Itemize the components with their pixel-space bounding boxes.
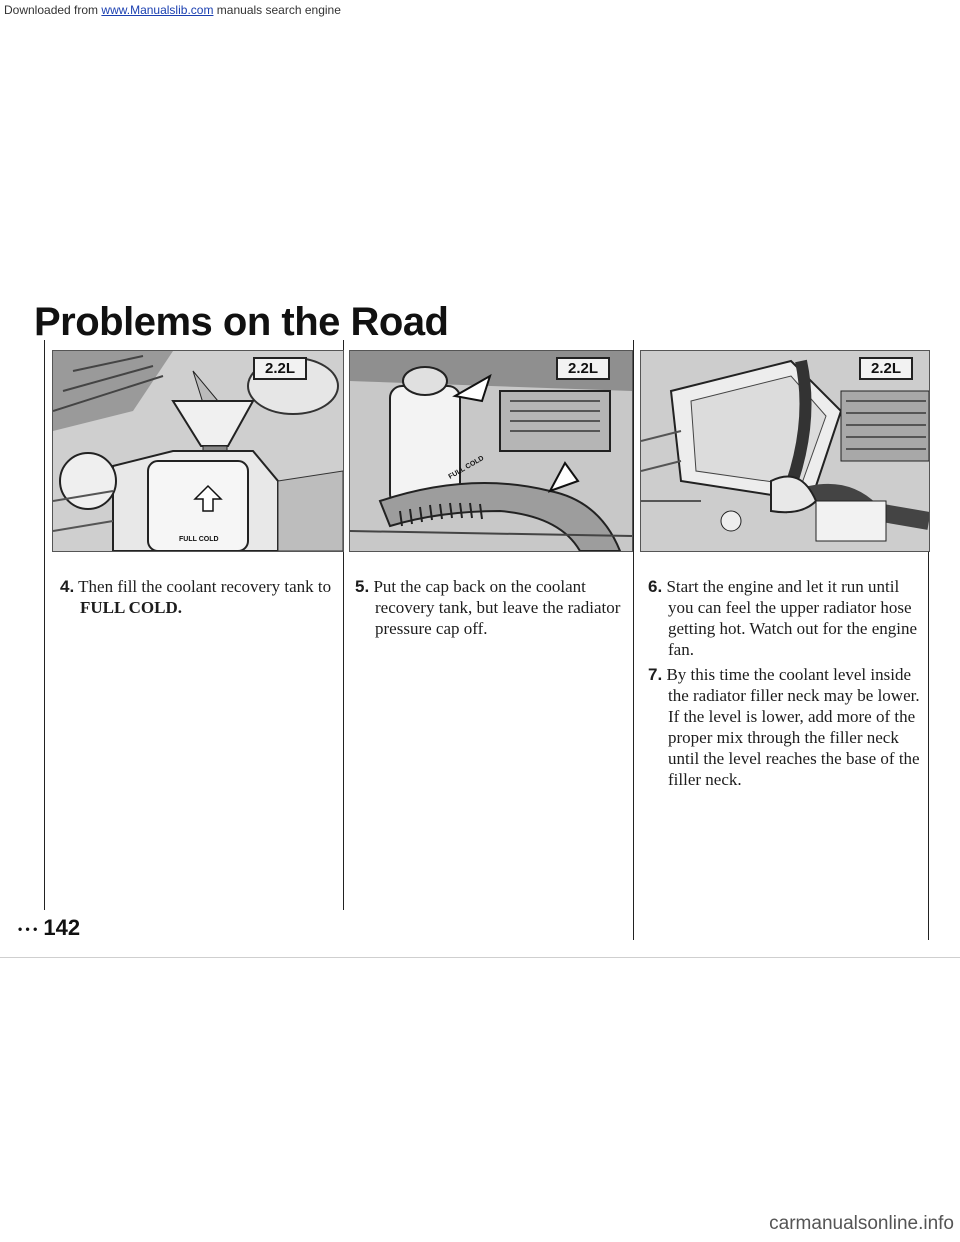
download-note: Downloaded from www.Manualslib.com manua… <box>4 3 341 17</box>
step-5-number: 5. <box>355 577 370 596</box>
page-bottom-rule <box>0 957 960 958</box>
page-dots: • • • <box>18 922 38 937</box>
column-rule-left <box>44 340 45 910</box>
tank-label-fig1: FULL COLD <box>179 536 219 543</box>
step-4-number: 4. <box>60 577 75 596</box>
engine-badge-fig2: 2.2L <box>556 357 611 380</box>
column-rule-right <box>633 340 634 940</box>
step-5-line-3: pressure cap off. <box>375 619 488 638</box>
engine-badge-fig3: 2.2L <box>859 357 914 380</box>
step-7-line-6: filler neck. <box>668 770 742 789</box>
step-5-line-2: recovery tank, but leave the radiator <box>375 598 621 617</box>
step-6-line-4: fan. <box>668 640 694 659</box>
step-6-line-3: getting hot. Watch out for the engine <box>668 619 918 638</box>
page-number: 142 <box>43 915 81 940</box>
step-4-first-line: 4. Then fill the coolant recovery tank t… <box>60 576 331 597</box>
step-7-line-3: If the level is lower, add more of the <box>668 707 916 726</box>
engine-bay-illustration-1: FULL COLD <box>53 351 343 551</box>
figure-replace-tank-cap: FULL COLD 2.2L <box>349 350 633 552</box>
step-4-text: Then fill the coolant recovery tank to <box>78 577 332 596</box>
step-6: 6. Start the engine and let it run until… <box>648 576 917 660</box>
download-note-suffix: manuals search engine <box>216 3 341 17</box>
step-7-line-5: until the level reaches the base of the <box>668 749 920 768</box>
step-7-line-4: proper mix through the filler neck <box>668 728 899 747</box>
engine-badge-fig1: 2.2L <box>253 357 308 380</box>
step-6-line-2: you can feel the upper radiator hose <box>668 598 912 617</box>
step-6-line-1: Start the engine and let it run until <box>666 577 900 596</box>
step-7: 7. By this time the coolant level inside… <box>648 664 920 790</box>
engine-bay-illustration-2: FULL COLD <box>350 351 632 551</box>
step-4: 4. Then fill the coolant recovery tank t… <box>60 576 331 618</box>
step-7-line-1: By this time the coolant level inside <box>666 665 912 684</box>
engine-bay-illustration-3 <box>641 351 929 551</box>
manualslib-link[interactable]: www.Manualslib.com <box>101 3 214 17</box>
step-5: 5. Put the cap back on the coolant recov… <box>355 576 620 639</box>
step-7-line-2: the radiator filler neck may be lower. <box>668 686 920 705</box>
column-rule-far-right <box>928 350 929 940</box>
download-note-prefix: Downloaded from <box>4 3 99 17</box>
step-6-number: 6. <box>648 577 663 596</box>
page-number-block: • • • 142 <box>18 915 80 941</box>
step-4-full-cold: FULL COLD. <box>80 598 183 617</box>
step-5-line-1: Put the cap back on the coolant <box>373 577 586 596</box>
watermark: carmanualsonline.info <box>769 1213 954 1234</box>
page-title: Problems on the Road <box>34 300 449 344</box>
column-rule-middle <box>343 340 344 910</box>
figure-fill-coolant-tank: FULL COLD 2.2L <box>52 350 344 552</box>
step-7-number: 7. <box>648 665 663 684</box>
figure-radiator-hose: 2.2L <box>640 350 930 552</box>
